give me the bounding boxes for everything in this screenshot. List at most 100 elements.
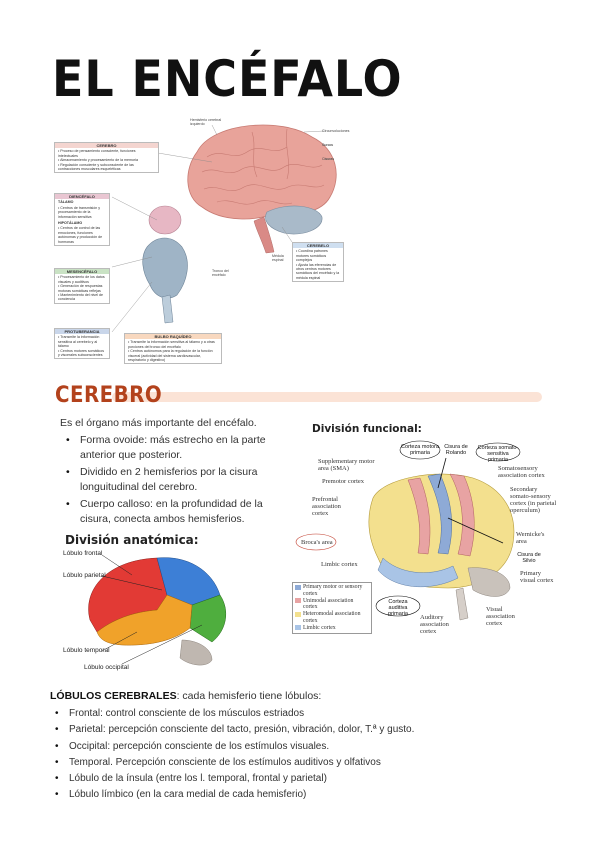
box-protuberancia-title: PROTUBERANCIA	[55, 329, 109, 335]
circle-broca	[295, 533, 337, 551]
label-frontal: Lóbulo frontal	[63, 550, 103, 557]
section-underline	[112, 392, 542, 402]
legend-swatch	[295, 584, 301, 590]
list-item: Coordina patrones motores somáticos comp…	[296, 249, 340, 262]
primary-motor-strip	[427, 473, 452, 555]
page-title: EL ENCÉFALO	[52, 50, 403, 108]
box-mesencefalo-title: MESENCÉFALO	[55, 269, 109, 275]
lobes-list: Frontal: control consciente de los múscu…	[55, 706, 414, 804]
legend-label: Limbic cortex	[303, 624, 336, 631]
occipital-lobe	[189, 594, 227, 643]
hand-rolando: Cisura de Rolando	[444, 444, 468, 456]
anatomical-title: División anatómica:	[65, 533, 199, 547]
cerebellum-shape	[179, 639, 213, 666]
label-visual-assoc: Visual association cortex	[486, 606, 515, 627]
label-limbic: Limbic cortex	[321, 561, 358, 568]
rolando-line	[437, 457, 447, 489]
list-item: Generación de respuestas motoras somátic…	[58, 284, 106, 293]
functional-title: División funcional:	[312, 423, 422, 435]
list-item: Centros de transmisión y procesamiento d…	[58, 206, 106, 219]
functional-figure: Corteza motora primaria Cisura de Roland…	[288, 438, 558, 638]
legend-label: Unimodal association cortex	[303, 597, 354, 611]
label-temporal: Lóbulo temporal	[63, 647, 110, 654]
box-protuberancia: PROTUBERANCIA Transmite la información s…	[54, 328, 110, 360]
circle-sensory	[475, 442, 521, 462]
label-circunvoluciones: Circunvoluciones	[322, 129, 350, 133]
list-item: Almacenamiento y procesamiento de la mem…	[58, 158, 155, 162]
list-item: Regulación consciente y subconsciente de…	[58, 163, 155, 172]
list-item: Ajusta las eferencias de otros centros m…	[296, 263, 340, 281]
label-surcos: Surcos	[322, 143, 334, 147]
cerebellum-shape	[467, 567, 511, 597]
legend-item: Heteromodal association cortex	[295, 611, 369, 624]
hand-auditory: Corteza auditiva primaria	[388, 599, 408, 617]
legend-item: Primary motor or sensory cortex	[295, 584, 369, 597]
list-item: Proceso de pensamiento consciente, funci…	[58, 149, 155, 158]
box-mesencefalo: MESENCÉFALO Procesamiento de los datos v…	[54, 268, 110, 304]
anatomical-figure: Lóbulo frontal Lóbulo parietal Lóbulo te…	[62, 550, 238, 676]
list-item: Dividido en 2 hemisferios por la cisura …	[66, 465, 286, 495]
hand-motor: Corteza motora primaria	[401, 444, 439, 456]
legend-swatch	[295, 625, 301, 630]
label-sma: Supplementary motor area (SMA)	[318, 458, 375, 472]
temporal-lobe	[96, 594, 193, 646]
box-diencefalo: DIENCÉFALO TÁLAMO Centros de transmisión…	[54, 193, 110, 247]
label-wernicke: Wernicke's area	[516, 531, 545, 545]
label-medula: Médula espinal	[272, 254, 284, 262]
label-somatosensory: Somatosensory association cortex	[498, 465, 545, 479]
limbic-area	[377, 557, 459, 588]
circle-auditory	[375, 595, 421, 617]
list-item: Centros motores somáticos y viscerales s…	[58, 349, 106, 358]
label-parietal: Lóbulo parietal	[63, 572, 106, 579]
box-cerebro-title: CEREBRO	[55, 143, 158, 149]
lobes-heading-rest: : cada hemisferio tiene lóbulos:	[176, 690, 322, 702]
legend-label: Primary motor or sensory cortex	[303, 584, 363, 597]
legend-label: Heteromodal association cortex	[303, 611, 361, 624]
unimodal-area	[407, 477, 431, 555]
list-item: Lóbulo límbico (en la cara medial de cad…	[55, 787, 414, 804]
label-broca: Broca's area	[301, 539, 333, 546]
lobes-heading-bold: LÓBULOS CEREBRALES	[50, 690, 177, 702]
label-cisuras: Cisuras	[322, 157, 335, 161]
list-item: Frontal: control consciente de los múscu…	[55, 706, 414, 723]
list-item: Cuerpo calloso: en la profundidad de la …	[66, 497, 286, 527]
encephalon-figure: Hemisferio cerebral izquierdo Circunvolu…	[52, 117, 362, 375]
list-item: Procesamiento de los datos visuales y au…	[58, 275, 106, 284]
box-cerebro: CEREBRO Proceso de pensamiento conscient…	[54, 142, 159, 174]
encephalon-illustration	[111, 124, 337, 333]
silvio-line	[447, 517, 504, 544]
list-item: Centros de control de las emociones, fun…	[58, 226, 106, 244]
label-secondary: Secondary somato-sensory cortex (in pari…	[510, 486, 557, 514]
brainstem-shape	[455, 587, 469, 621]
list-item: Centros autónomos para la regulación de …	[128, 349, 218, 362]
box-bulbo-title: BULBO RAQUÍDEO	[125, 334, 221, 340]
circle-motor	[399, 440, 441, 460]
list-item: Lóbulo de la ínsula (entre los l. tempor…	[55, 771, 414, 788]
functional-legend: Primary motor or sensory cortex Unimodal…	[292, 582, 372, 634]
legend-swatch	[295, 598, 301, 603]
legend-swatch	[295, 611, 301, 617]
label-occipital: Lóbulo occipital	[84, 664, 129, 671]
box-diencefalo-title: DIENCÉFALO	[55, 194, 109, 200]
section-intro: Es el órgano más importante del encéfalo…	[60, 417, 257, 429]
section-bullets: Forma ovoide: más estrecho en la parte a…	[66, 433, 286, 529]
box-talamo-title: TÁLAMO	[58, 199, 74, 204]
functional-areas-illustration	[295, 440, 521, 621]
label-prefrontal: Prefrontal association cortex	[312, 496, 341, 517]
list-item: Occipital: percepción consciente de los …	[55, 739, 414, 756]
lobes-heading: LÓBULOS CEREBRALES: cada hemisferio tien…	[50, 690, 321, 702]
unimodal-area-2	[449, 473, 475, 557]
legend-item: Limbic cortex	[295, 625, 369, 632]
hand-silvio: Cisura de Silvio	[517, 552, 541, 564]
list-item: Mantenimiento del nivel de conciencia	[58, 293, 106, 302]
box-bulbo: BULBO RAQUÍDEO Transmite la información …	[124, 333, 222, 365]
list-item: Transmite la información sensitiva al tá…	[128, 340, 218, 349]
legend-item: Unimodal association cortex	[295, 598, 369, 611]
section-title: CEREBRO	[55, 383, 163, 408]
list-item: Transmite la información sensitiva al ce…	[58, 335, 106, 348]
lobes-illustration	[88, 554, 227, 666]
list-item: Parietal: percepción consciente del tact…	[55, 722, 414, 739]
list-item: Forma ovoide: más estrecho en la parte a…	[66, 433, 286, 463]
label-hemisphere: Hemisferio cerebral izquierdo	[190, 118, 222, 126]
label-tronco: Tronco del encéfalo	[212, 269, 229, 277]
